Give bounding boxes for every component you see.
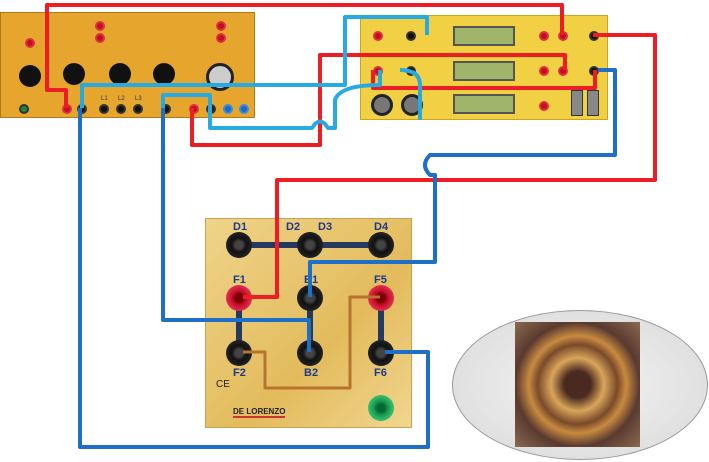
- red-wire: [45, 3, 564, 108]
- label-d3: D3: [318, 221, 333, 233]
- connector[interactable]: [371, 94, 393, 116]
- label-l2: L2: [118, 96, 125, 102]
- terminal-l2[interactable]: [116, 104, 126, 114]
- terminal-d1[interactable]: [226, 232, 252, 258]
- label-b2: B2: [304, 367, 319, 379]
- selector-knob[interactable]: [19, 65, 41, 87]
- terminal-d4[interactable]: [368, 232, 394, 258]
- label-d4: D4: [374, 221, 389, 233]
- terminal-l1[interactable]: [99, 104, 109, 114]
- blue-wire: [308, 68, 617, 297]
- brand-logo: DE LORENZO: [233, 407, 286, 418]
- terminal[interactable]: [406, 31, 416, 41]
- red-wire: [371, 70, 597, 90]
- lcd-display: [453, 61, 515, 81]
- ce-mark: CE: [216, 379, 230, 390]
- serial-port[interactable]: [587, 90, 599, 116]
- link-bar: [378, 299, 384, 354]
- label-l1: L1: [101, 96, 108, 102]
- terminal[interactable]: [223, 104, 233, 114]
- label-f5: F5: [374, 274, 387, 286]
- ground-terminal[interactable]: [368, 395, 394, 421]
- cyan-wire: [161, 68, 422, 130]
- link-bar: [236, 299, 242, 354]
- red-indicator: [216, 21, 226, 31]
- red-indicator: [95, 21, 105, 31]
- red-wire: [243, 33, 657, 299]
- label-d2: D2: [286, 221, 301, 233]
- label-d1: D1: [233, 221, 248, 233]
- ground-terminal[interactable]: [19, 104, 29, 114]
- blue-wire: [78, 108, 430, 449]
- selector-knob[interactable]: [63, 63, 85, 85]
- terminal[interactable]: [239, 104, 249, 114]
- terminal-d2-d3[interactable]: [297, 232, 323, 258]
- serial-port[interactable]: [571, 90, 583, 116]
- blue-wire: [161, 108, 311, 352]
- red-indicator: [216, 33, 226, 43]
- red-wire: [190, 53, 567, 147]
- terminal-l3[interactable]: [133, 104, 143, 114]
- brown-wire: [243, 295, 380, 390]
- lcd-display: [453, 26, 515, 46]
- label-f6: F6: [374, 367, 387, 379]
- terminal[interactable]: [373, 31, 383, 41]
- label-l3: L3: [135, 96, 142, 102]
- lcd-display: [453, 94, 515, 114]
- motor-stator-photo: [515, 322, 640, 447]
- label-f2: F2: [233, 367, 246, 379]
- button[interactable]: [539, 31, 549, 41]
- button[interactable]: [539, 66, 549, 76]
- cyan-wire: [80, 15, 429, 108]
- red-indicator: [95, 33, 105, 43]
- selector-knob[interactable]: [153, 63, 175, 85]
- selector-knob[interactable]: [109, 63, 131, 85]
- button[interactable]: [539, 101, 549, 111]
- red-indicator: [25, 38, 35, 48]
- label-f1: F1: [233, 274, 246, 286]
